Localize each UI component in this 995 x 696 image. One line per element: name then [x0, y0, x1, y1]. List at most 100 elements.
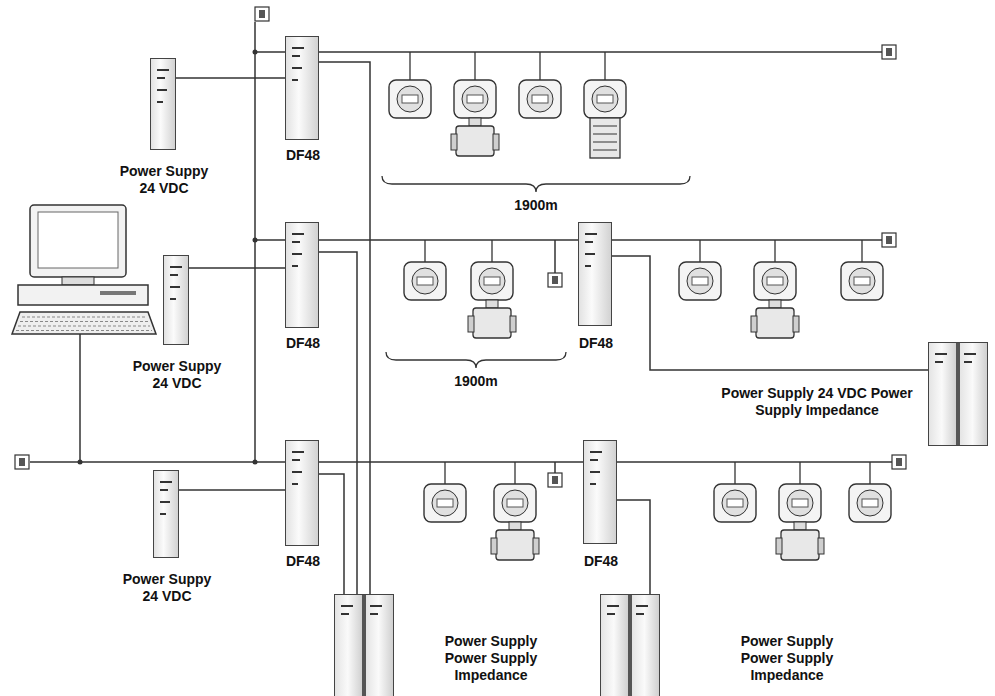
status-led — [170, 286, 180, 288]
fieldbus-connector — [189, 267, 285, 269]
span-length: 1900m — [512, 197, 560, 214]
fieldbus-connector — [319, 252, 357, 594]
status-led — [292, 459, 300, 461]
process-flange — [751, 316, 757, 332]
device-caption: DF48 — [266, 335, 340, 352]
fieldbus-connector — [319, 239, 578, 241]
status-led — [590, 451, 602, 453]
status-led — [160, 481, 172, 483]
transmitter-display — [432, 490, 458, 516]
field-transmitter — [491, 462, 539, 560]
transmitter-display — [787, 490, 813, 516]
field-transmitter — [468, 240, 516, 338]
status-led — [590, 471, 600, 473]
terminator-body — [892, 455, 906, 469]
fieldbus-connector — [179, 489, 285, 491]
transmitter-display — [527, 86, 553, 112]
hse-branch — [255, 51, 285, 53]
sensor-body — [756, 308, 794, 338]
fieldbus-connector — [319, 461, 583, 463]
field-transmitter — [849, 462, 891, 522]
status-led — [292, 79, 298, 81]
status-led — [292, 471, 302, 473]
span-bracket — [386, 352, 566, 368]
field-transmitter — [751, 240, 799, 338]
junction-dot — [253, 238, 258, 243]
fieldbus-connector — [176, 77, 285, 79]
status-led — [160, 513, 166, 515]
gateway-module: DF48 — [285, 222, 319, 328]
transmitter-display — [479, 268, 505, 294]
bus-terminator — [15, 455, 29, 469]
field-transmitter — [841, 240, 883, 300]
status-led — [636, 605, 648, 607]
status-led — [157, 101, 163, 103]
status-led — [170, 274, 178, 276]
power-supply-unit: Power Supply Power Supply Impedance — [600, 594, 660, 696]
status-led — [292, 253, 302, 255]
sensor-neck — [769, 300, 781, 308]
device-stem — [424, 240, 425, 262]
bus-terminator — [548, 273, 562, 287]
device-caption: Power Suppy 24 VDC — [117, 571, 217, 605]
device-stem — [799, 462, 800, 484]
field-transmitter — [389, 52, 431, 118]
device-stem — [539, 52, 540, 80]
transmitter-display — [412, 268, 438, 294]
transmitter-housing — [454, 80, 496, 118]
h1-bus — [617, 461, 892, 463]
terminator-body — [548, 473, 562, 487]
process-flange — [493, 134, 499, 150]
sensor-body — [473, 308, 511, 338]
status-led — [636, 613, 644, 615]
keyboard-row — [18, 326, 150, 327]
terminator-mark — [552, 276, 558, 284]
transmitter-housing — [754, 262, 796, 300]
status-led — [160, 501, 170, 503]
sensor-body — [590, 118, 620, 158]
device-stem — [444, 462, 445, 484]
display-window — [862, 499, 878, 507]
sensor-neck — [469, 118, 481, 126]
h1-bus — [612, 239, 882, 241]
status-led — [292, 265, 298, 267]
device-stem — [491, 240, 492, 262]
status-led — [585, 265, 591, 267]
body-rib — [593, 150, 617, 151]
device-caption: DF48 — [559, 335, 633, 352]
bus-terminator — [548, 473, 562, 487]
status-led — [585, 241, 593, 243]
transmitter-display — [397, 86, 423, 112]
bus-terminator — [255, 7, 269, 21]
bus-terminator — [892, 455, 906, 469]
transmitter-housing — [404, 262, 446, 300]
device-caption: Power Suppy 24 VDC — [127, 358, 227, 392]
field-transmitter — [519, 52, 561, 118]
power-supply-unit: Power Suppy 24 VDC — [163, 255, 189, 345]
status-led — [157, 89, 167, 91]
status-led — [341, 605, 353, 607]
junction-dot — [253, 460, 258, 465]
gateway-module: DF48 — [583, 440, 617, 544]
field-transmitter — [679, 240, 721, 300]
status-led — [292, 451, 304, 453]
power-supply-unit: Power Supply 24 VDC Power Supply Impedan… — [928, 342, 988, 446]
status-led — [607, 613, 615, 615]
process-flange — [793, 316, 799, 332]
bus-terminator — [882, 45, 896, 59]
disk-drive — [100, 291, 136, 295]
keyboard-row — [20, 321, 148, 322]
display-window — [792, 499, 808, 507]
sensor-neck — [509, 522, 521, 530]
bus-terminator — [882, 233, 896, 247]
terminator-mark — [259, 10, 265, 18]
process-flange — [776, 538, 782, 554]
display-window — [727, 499, 743, 507]
device-stem — [409, 52, 410, 80]
terminator-mark — [886, 48, 892, 56]
computer-link — [79, 334, 81, 462]
power-supply-unit: Power Suppy 24 VDC — [150, 58, 176, 150]
terminator-body — [882, 45, 896, 59]
display-window — [417, 277, 433, 285]
hse-branch — [255, 239, 285, 241]
